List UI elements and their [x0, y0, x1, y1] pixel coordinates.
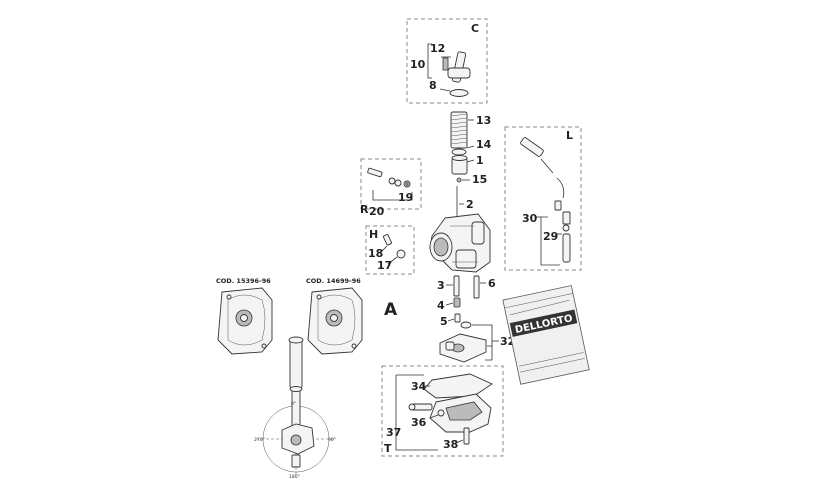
part-number-13: 13	[476, 114, 491, 127]
dellorto-package: DELLORTO	[502, 285, 590, 385]
angle-left: 270°	[254, 437, 265, 443]
tube-3	[453, 275, 460, 297]
clip-15	[456, 177, 462, 183]
group-h: H 18 17	[365, 225, 415, 275]
float-assembly-32: 32	[439, 321, 515, 363]
choke-part	[441, 51, 471, 83]
carburetor-body	[429, 213, 491, 273]
cod-right-label: COD. 14699-96	[306, 277, 361, 285]
retainer-14	[451, 148, 467, 156]
group-l-label: L	[566, 129, 573, 142]
choke-cable	[520, 137, 571, 263]
group-r-label: R	[360, 203, 369, 216]
part-number-6: 6	[488, 277, 496, 290]
throttle-assembly: 13 14 1 15 2	[450, 111, 492, 222]
o-ring	[449, 89, 469, 97]
part-number-14: 14	[476, 138, 492, 151]
group-l-box	[504, 126, 582, 271]
cover-left: COD. 15396-96	[216, 277, 273, 355]
part-number-30: 30	[522, 212, 538, 225]
part-number-12: 12	[430, 42, 445, 55]
cover-right: COD. 14699-96	[306, 277, 363, 355]
main-label-a: A	[384, 300, 398, 320]
group-t: 34 36 37 T 38	[381, 365, 504, 457]
part-number-29: 29	[543, 230, 558, 243]
part-number-4: 4	[437, 299, 445, 312]
screw-38	[463, 427, 470, 445]
group-h-label: H	[369, 228, 378, 241]
spring-13	[450, 111, 468, 149]
part-number-3: 3	[437, 279, 445, 292]
screw-36	[437, 409, 445, 417]
part-number-19: 19	[398, 191, 413, 204]
part-number-10: 10	[410, 58, 426, 71]
angle-right: 90°	[328, 437, 336, 443]
jet-4	[453, 297, 461, 308]
part-number-34: 34	[411, 380, 427, 393]
part-number-37: 37	[386, 426, 401, 439]
screw-r	[367, 167, 411, 188]
group-c-label: C	[471, 22, 479, 35]
angle-dial-assembly: 0° 270° 90° 180°	[254, 336, 336, 480]
part-number-20: 20	[369, 205, 385, 218]
cod-left-label: COD. 15396-96	[216, 277, 271, 285]
part-number-18: 18	[368, 247, 383, 260]
group-c-box	[406, 18, 488, 104]
part-number-17: 17	[377, 259, 392, 272]
angle-bottom: 180°	[289, 474, 300, 480]
group-c: C 10 12 8	[406, 18, 488, 104]
group-h-box	[365, 225, 415, 275]
part-number-8: 8	[429, 79, 437, 92]
part-number-1: 1	[476, 154, 484, 167]
part-number-2: 2	[466, 198, 474, 211]
group-l: L 30 29	[504, 126, 582, 271]
group-r-box	[360, 158, 422, 210]
gasket-34	[423, 373, 493, 399]
jets: 3 4 5 6	[437, 275, 496, 328]
float-bowl	[408, 393, 492, 433]
part-number-36: 36	[411, 416, 427, 429]
part-number-15: 15	[472, 173, 487, 186]
angle-top: 0°	[291, 401, 296, 407]
jet-5	[454, 313, 461, 323]
part-number-5: 5	[440, 315, 448, 328]
group-t-label: T	[384, 442, 392, 455]
screw-6	[473, 275, 480, 299]
group-r: R 20 19	[360, 158, 422, 218]
part-number-38: 38	[443, 438, 458, 451]
